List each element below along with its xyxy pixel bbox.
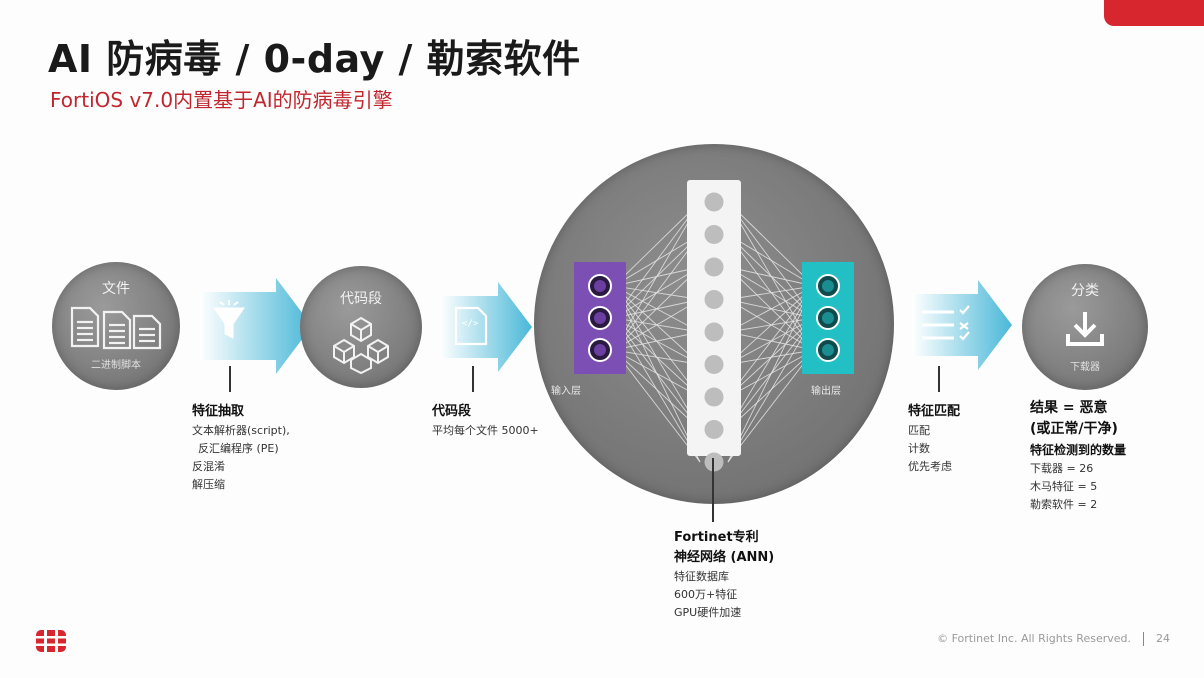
step-ann-line: 特征数据库	[674, 570, 729, 583]
output-neuron-core	[822, 280, 834, 292]
hidden-neuron	[704, 290, 724, 309]
step-match-title: 特征匹配	[908, 404, 961, 419]
network-connection	[613, 349, 701, 365]
step-result: 结果 = 恶意 (或正常/干净) 特征检测到的数量 下载器 = 26 木马特征 …	[1030, 398, 1126, 514]
network-connection	[727, 285, 815, 398]
funnel-icon	[213, 300, 245, 339]
step-segments: 代码段 平均每个文件 5000+	[432, 402, 539, 440]
step-segments-title: 代码段	[432, 404, 472, 419]
step-ann-line: 600万+特征	[674, 588, 738, 601]
arrow-match	[912, 280, 1012, 370]
classify-node-sub: 下载器	[1070, 362, 1100, 373]
step-result-title1: 结果 = 恶意	[1030, 400, 1108, 416]
footer: © Fortinet Inc. All Rights Reserved. 24	[937, 632, 1170, 646]
input-neuron-core	[594, 312, 606, 324]
network-connection	[727, 349, 815, 463]
hidden-neuron	[704, 355, 724, 374]
corner-accent	[1104, 0, 1204, 26]
output-neuron-core	[822, 344, 834, 356]
network-connection	[727, 285, 815, 463]
hidden-layer	[687, 180, 741, 456]
input-neuron-core	[594, 280, 606, 292]
step-result-line: 木马特征 = 5	[1030, 480, 1098, 493]
hidden-neuron	[704, 452, 724, 472]
input-neuron-core	[594, 344, 606, 356]
network-connection	[613, 299, 701, 351]
footer-separator	[1143, 632, 1144, 646]
hidden-neuron	[704, 322, 724, 342]
arrow-extract	[200, 278, 312, 374]
network-connection	[727, 285, 815, 365]
slide-subtitle: FortiOS v7.0内置基于AI的防病毒引擎	[50, 88, 393, 112]
page-number: 24	[1156, 632, 1170, 645]
network-connection	[727, 317, 815, 463]
step-extract: 特征抽取 文本解析器(script), 反汇编程序 (PE) 反混淆 解压缩	[192, 402, 290, 494]
step-match: 特征匹配 匹配 计数 优先考虑	[908, 402, 960, 476]
step-ann-title1: Fortinet专利	[674, 530, 759, 545]
code-node: 代码段	[300, 266, 422, 388]
documents-icon	[70, 306, 162, 350]
step-extract-line: 解压缩	[192, 478, 225, 491]
svg-text:</>: </>	[462, 319, 479, 329]
step-match-line: 优先考虑	[908, 460, 952, 473]
output-neuron-core	[822, 312, 834, 324]
network-connection	[613, 349, 701, 430]
network-connection	[613, 234, 701, 351]
network-connection	[613, 331, 701, 351]
connector-match	[938, 366, 940, 392]
fortinet-logo-icon	[36, 630, 66, 652]
hidden-neuron	[704, 420, 724, 439]
copyright-text: © Fortinet Inc. All Rights Reserved.	[937, 632, 1131, 645]
arrow-segments: </>	[440, 282, 532, 372]
step-extract-title: 特征抽取	[192, 404, 245, 419]
network-connection	[727, 285, 815, 300]
code-node-label: 代码段	[340, 291, 382, 307]
hidden-neuron	[704, 192, 724, 212]
network-connection	[727, 266, 815, 287]
network-connection	[727, 285, 815, 333]
connector-extract	[229, 366, 231, 392]
step-result-line: 勒索软件 = 2	[1030, 498, 1098, 511]
network-connection	[613, 201, 701, 351]
step-ann: Fortinet专利 神经网络 (ANN) 特征数据库 600万+特征 GPU硬…	[674, 528, 774, 622]
step-extract-line: 反混淆	[192, 460, 225, 473]
hidden-neuron	[704, 257, 724, 277]
step-ann-title2: 神经网络 (ANN)	[674, 550, 775, 565]
slide-title: AI 防病毒 / 0-day / 勒索软件	[48, 37, 581, 81]
file-node-label: 文件	[102, 281, 130, 297]
step-match-line: 匹配	[908, 424, 930, 437]
network-connection	[613, 201, 701, 319]
code-file-icon: </>	[454, 306, 488, 346]
step-extract-line: 反汇编程序 (PE)	[198, 442, 279, 455]
step-match-line: 计数	[908, 442, 930, 455]
checklist-icon	[922, 305, 970, 341]
step-result-title2: (或正常/干净)	[1030, 421, 1118, 437]
classify-node: 分类 下载器	[1022, 264, 1148, 390]
cubes-icon	[333, 316, 389, 374]
step-result-title3: 特征检测到的数量	[1030, 443, 1127, 457]
step-segments-line: 平均每个文件 5000+	[432, 424, 539, 437]
network-connection	[613, 201, 701, 287]
file-node-sub: 二进制脚本	[91, 360, 141, 371]
step-extract-line: 文本解析器(script),	[192, 424, 290, 437]
classify-node-label: 分类	[1071, 283, 1099, 299]
connector-segments	[472, 366, 474, 392]
output-layer-label: 输出层	[811, 386, 841, 397]
network-connection	[727, 234, 815, 287]
ann-network	[574, 180, 854, 472]
step-result-line: 下载器 = 26	[1030, 462, 1094, 475]
network-connection	[613, 349, 701, 398]
connector-ann	[712, 458, 714, 522]
network-connection	[727, 201, 815, 287]
input-layer-label: 输入层	[551, 386, 581, 397]
hidden-neuron	[704, 387, 724, 407]
network-connection	[727, 285, 815, 430]
network-connection	[613, 349, 701, 463]
download-icon	[1066, 312, 1104, 346]
network-connection	[613, 266, 701, 351]
step-ann-line: GPU硬件加速	[674, 606, 742, 619]
file-node: 文件 二进制脚本	[52, 262, 180, 390]
hidden-neuron	[704, 225, 724, 244]
